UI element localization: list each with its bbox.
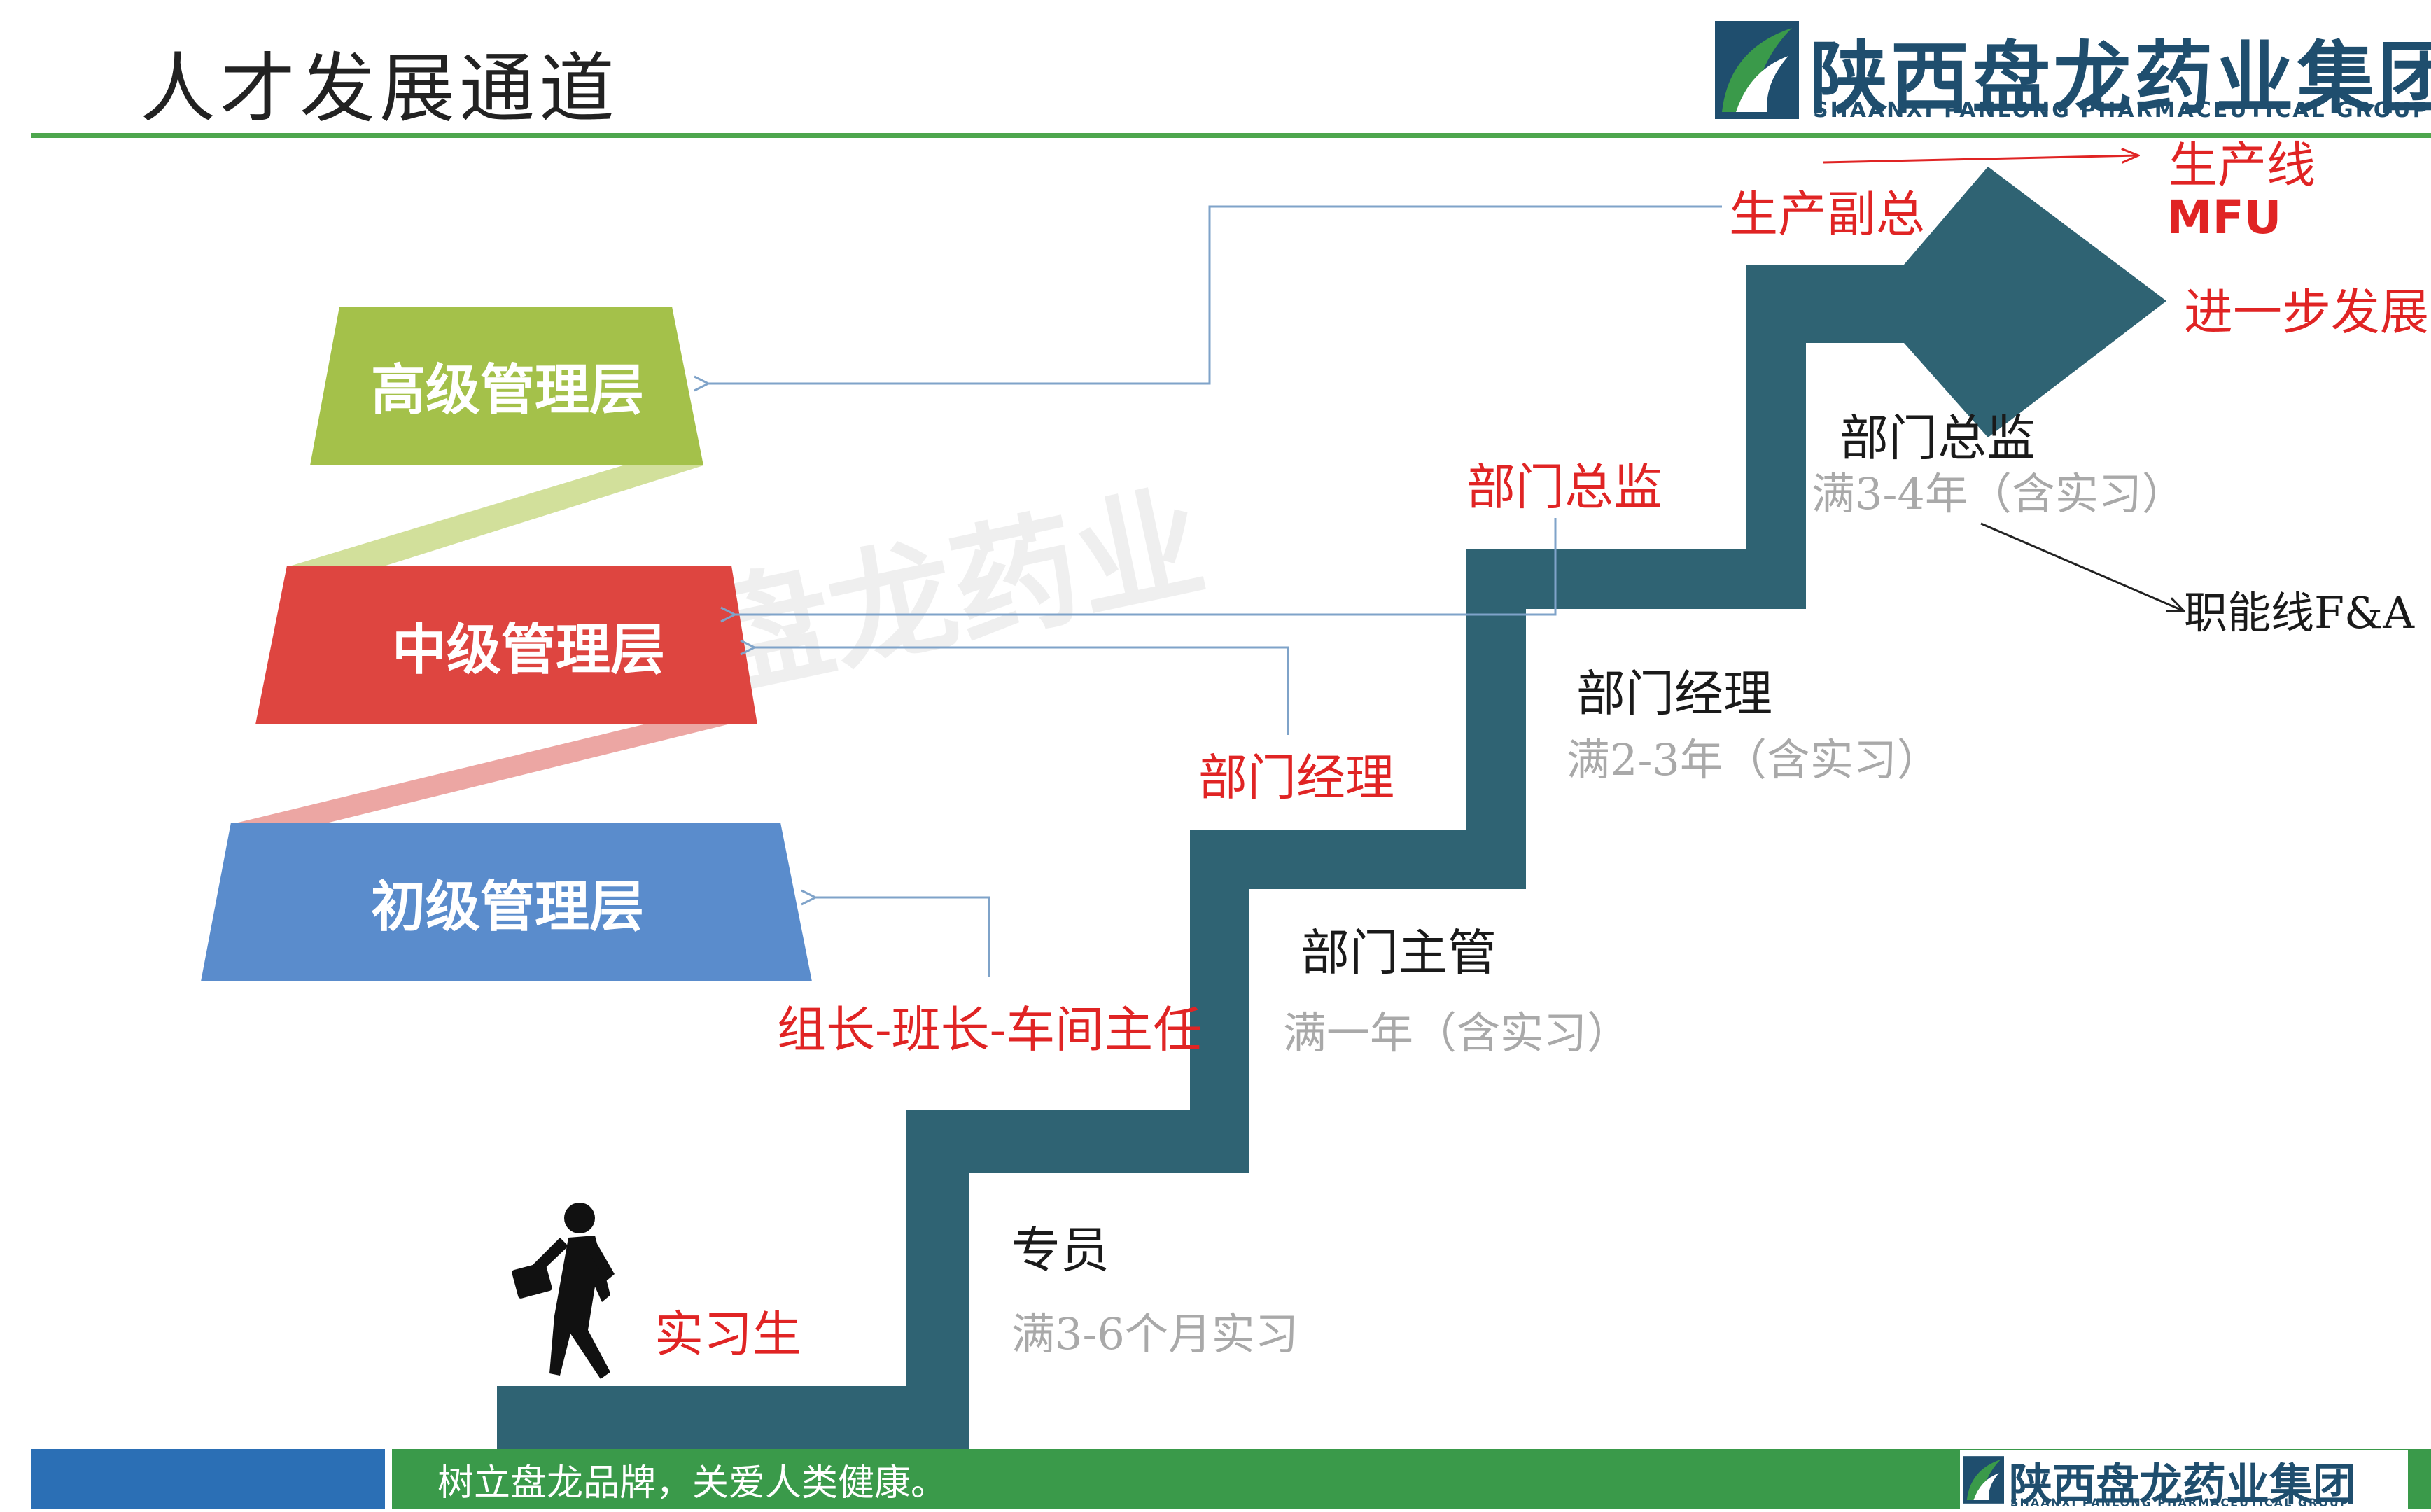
tier-connector-lower	[238, 721, 742, 822]
tier-label-senior: 高级管理层	[370, 359, 644, 422]
role-dept-manager-production: 部门经理	[1198, 749, 1394, 806]
footer-logo-box	[1960, 1450, 2408, 1509]
tier-label-junior: 初级管理层	[370, 876, 644, 939]
track-function-line: 职能线F&A	[2184, 587, 2414, 638]
step-intern-label: 实习生	[654, 1306, 801, 1363]
step-supervisor-label: 部门主管	[1301, 924, 1497, 981]
tier-senior-shape	[310, 307, 703, 465]
career-staircase	[497, 167, 2166, 1458]
tier-connector-upper	[287, 465, 703, 567]
next-step-label: 进一步发展	[2184, 284, 2429, 341]
footer-leaf-logo-icon	[1963, 1456, 2004, 1504]
track-production-line: 生产线	[2169, 136, 2316, 194]
logo-company-subtitle: SHAANXI PANLONG PHARMACEUTICAL GROUP	[1813, 98, 2430, 122]
connector-director-to-middle	[735, 518, 1557, 615]
step-director-requirement: 满3-4年（含实习）	[1812, 468, 2185, 519]
footer-slogan: 树立盘龙品牌，关爱人类健康。	[437, 1462, 948, 1504]
step-specialist-requirement: 满3-6个月实习	[1011, 1308, 1298, 1359]
step-director-label: 部门总监	[1840, 410, 2036, 467]
connector-manager-to-middle	[755, 648, 1289, 735]
step-manager-label: 部门经理	[1576, 665, 1772, 722]
production-line-arrow	[1823, 155, 2138, 162]
logo-company-name: 陕西盘龙药业集团	[1809, 34, 2431, 125]
panlong-leaf-logo-icon	[1715, 21, 1799, 119]
step-manager-requirement: 满2-3年（含实习）	[1567, 734, 1940, 785]
track-production-code: MFU	[2166, 190, 2282, 244]
page-title: 人才发展通道	[140, 46, 619, 133]
walking-businessman-icon	[512, 1203, 615, 1379]
role-team-lead: 组长-班长-车间主任	[777, 1001, 1203, 1058]
step-specialist-label: 专员	[1011, 1222, 1109, 1279]
tier-junior-shape	[201, 822, 812, 981]
connector-vp-to-senior	[708, 205, 1722, 384]
step-supervisor-requirement: 满一年（含实习）	[1283, 1007, 1631, 1058]
function-line-arrow	[1980, 522, 2184, 611]
tier-label-middle: 中级管理层	[391, 619, 665, 682]
footer-left-block	[31, 1449, 385, 1509]
role-dept-director-production: 部门总监	[1466, 458, 1662, 516]
header-divider	[31, 133, 2431, 138]
connector-lead-to-junior	[815, 897, 990, 976]
tier-middle-shape	[255, 566, 757, 724]
role-vice-president: 生产副总	[1729, 186, 1925, 243]
footer-logo-subtitle: SHAANXI PANLONG PHARMACEUTICAL GROUP	[2010, 1496, 2350, 1509]
footer-logo-name: 陕西盘龙药业集团	[2009, 1459, 2357, 1510]
